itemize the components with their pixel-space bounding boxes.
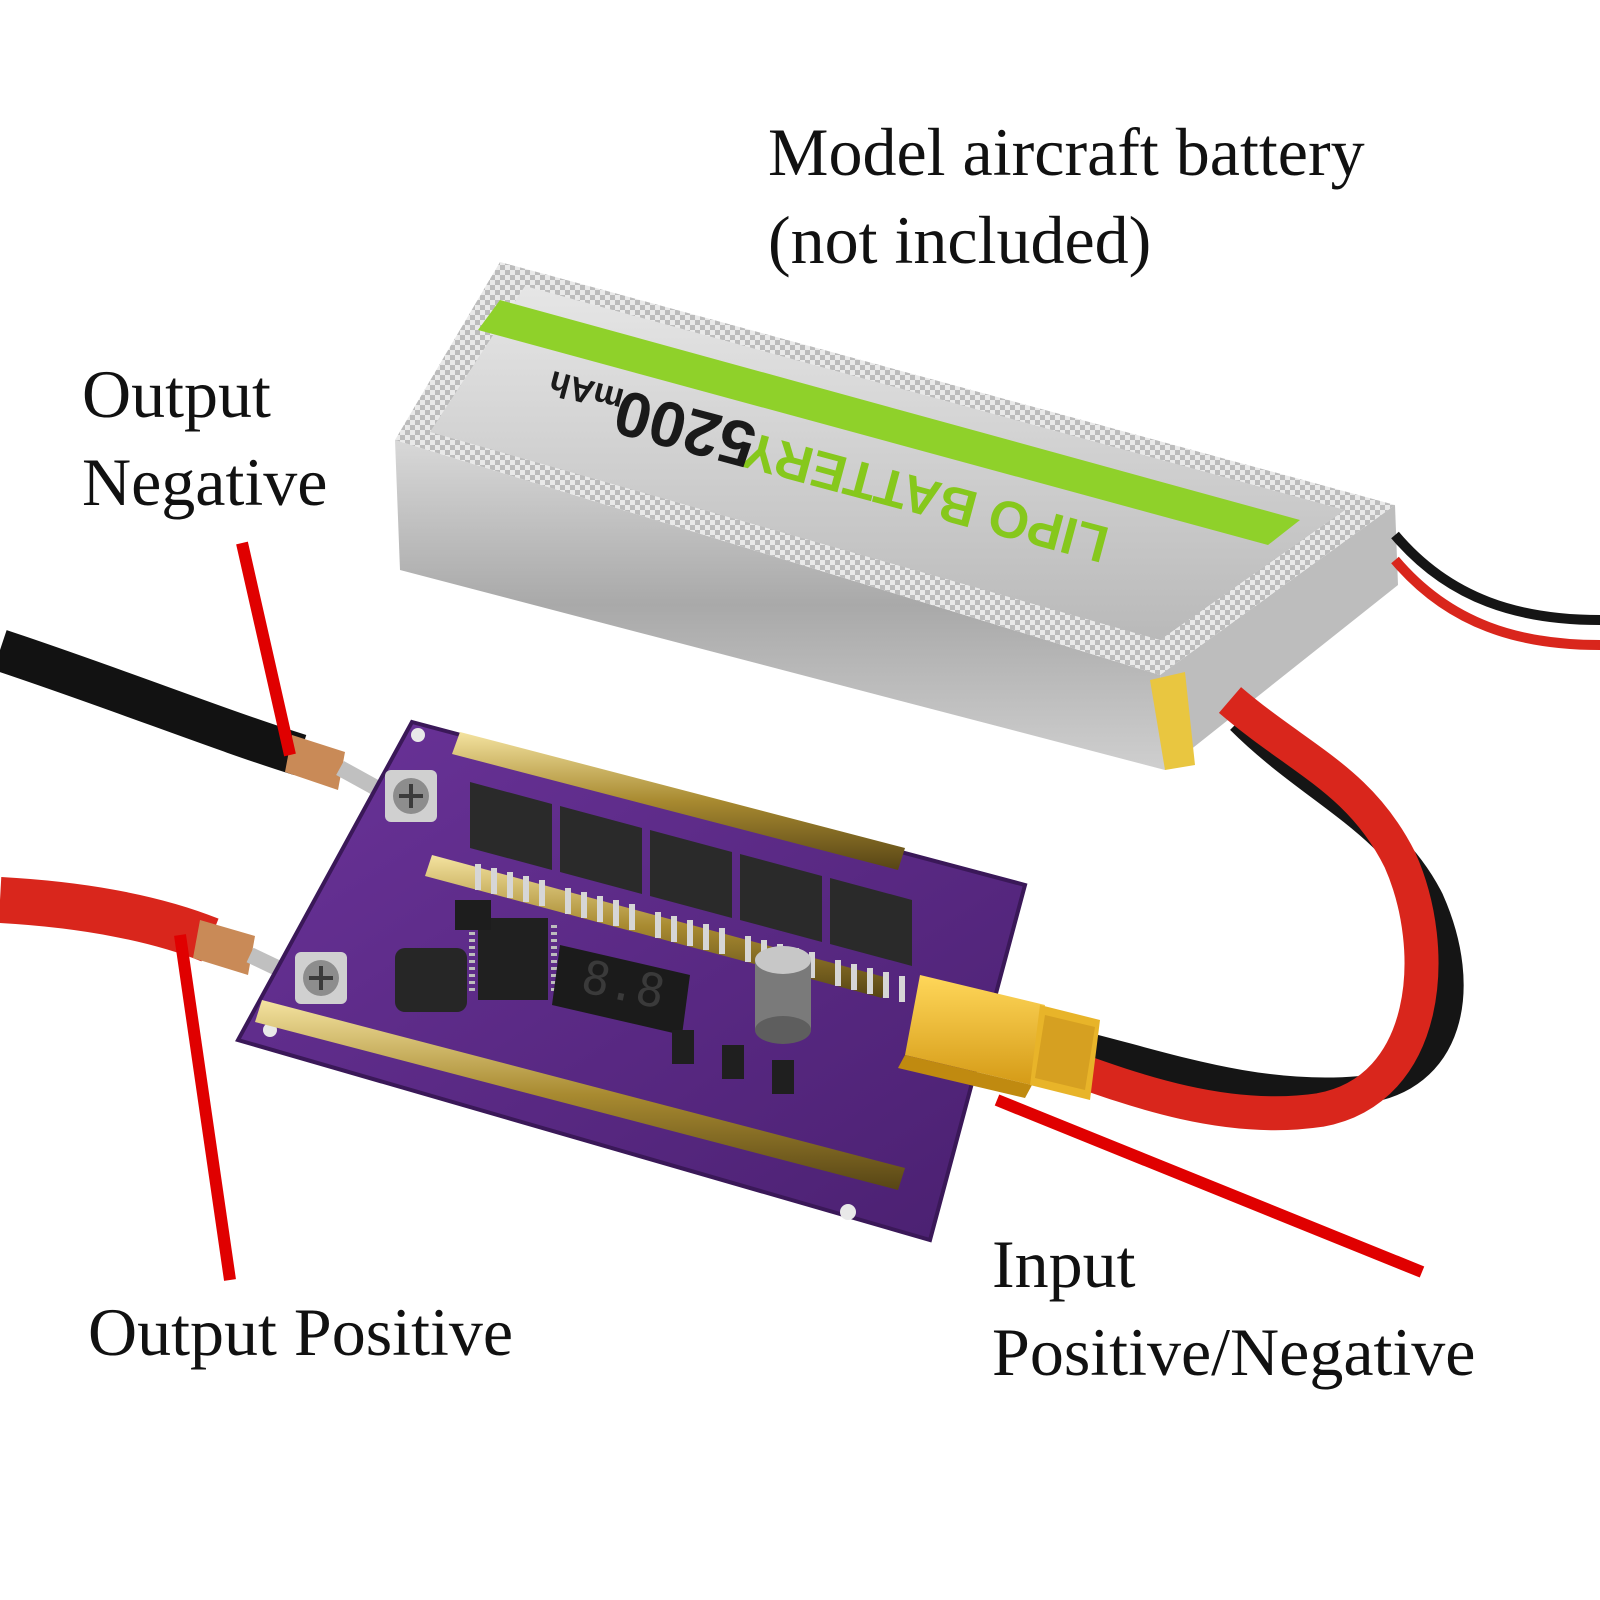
transistors [672, 1030, 794, 1094]
electrolytic-capacitor [755, 946, 811, 1044]
label-output-negative: Output Negative [82, 350, 327, 526]
lipo-battery: LIPO BATTERY 5200 mAh [395, 262, 1398, 770]
label-model-aircraft-battery: Model aircraft battery (not included) [768, 108, 1365, 284]
output-positive-terminal [295, 952, 347, 1004]
callout-pointers [174, 541, 1425, 1281]
battery-end [1160, 505, 1398, 770]
output-cables [0, 630, 384, 983]
battery-side [395, 440, 1165, 770]
label-line: Output Positive [88, 1294, 514, 1370]
mosfet-row [470, 782, 912, 1002]
output-positive-lug [193, 920, 255, 975]
pointer-input [994, 1094, 1425, 1278]
label-line: Model aircraft battery [768, 114, 1365, 190]
busbar-bottom [255, 1000, 905, 1190]
battery-green-stripe [478, 300, 1300, 545]
label-output-positive: Output Positive [88, 1288, 513, 1376]
battery-lead-wires [1044, 531, 1600, 1131]
label-line: (not included) [768, 202, 1152, 278]
label-line: Positive/Negative [992, 1314, 1476, 1390]
pointer-output-positive [174, 934, 236, 1281]
small-ic [455, 900, 491, 930]
label-input-positive-negative: Input Positive/Negative [992, 1220, 1475, 1396]
busbar-top [452, 732, 905, 870]
xt60-input-connector [898, 975, 1100, 1100]
driver-ic [478, 918, 548, 1000]
label-line: Output [82, 356, 271, 432]
label-line: Negative [82, 444, 328, 520]
pointer-output-negative [236, 541, 296, 757]
output-negative-cable [0, 630, 307, 776]
output-negative-terminal [385, 770, 437, 822]
output-negative-lug [285, 735, 345, 790]
inductor [395, 948, 467, 1012]
output-positive-cable [0, 877, 219, 962]
spot-welder-pcb: 8.8 [235, 719, 1100, 1243]
label-line: Input [992, 1226, 1136, 1302]
battery-yellow-tape [1150, 672, 1195, 770]
